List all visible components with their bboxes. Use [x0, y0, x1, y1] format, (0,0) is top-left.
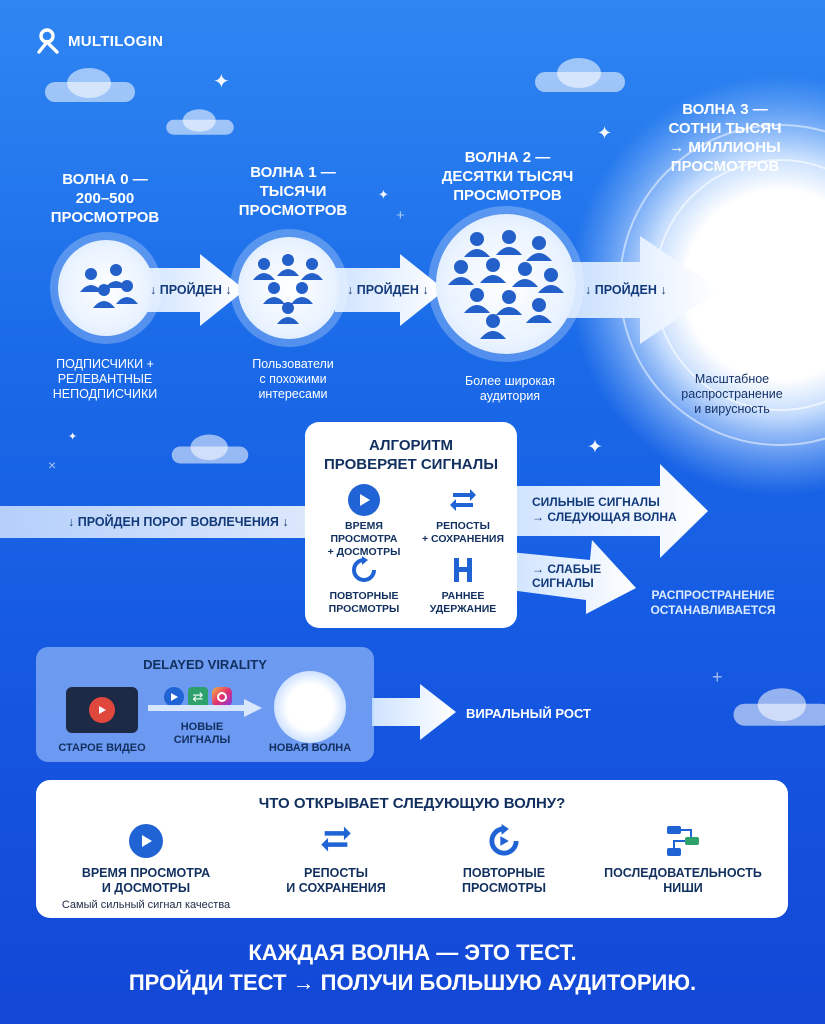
replay-icon [487, 824, 521, 858]
wave-2-desc: Более широкая аудитория [465, 374, 555, 403]
strong-arrow [510, 464, 708, 558]
repost-icon [447, 484, 479, 516]
signal-label: ПОВТОРНЫЕ ПРОСМОТРЫ [328, 590, 400, 615]
weak-signals-label: → СЛАБЫЕ СИГНАЛЫ [532, 562, 602, 590]
instagram-icon [212, 687, 232, 707]
delayed-virality-title: DELAYED VIRALITY [143, 657, 267, 672]
repost-icon: ⇄ [188, 687, 208, 707]
old-video-thumbnail [66, 687, 138, 733]
algorithm-card: АЛГОРИТМ ПРОВЕРЯЕТ СИГНАЛЫ ВРЕМЯ ПРОСМОТ… [305, 422, 517, 628]
arrow-0-1 [140, 254, 245, 326]
next-wave-card: ЧТО ОТКРЫВАЕТ СЛЕДУЮЩУЮ ВОЛНУ? ВРЕМЯ ПРО… [36, 780, 788, 918]
new-wave-label: НОВАЯ ВОЛНА [268, 742, 352, 754]
sparkle-icon: ✦ [597, 123, 613, 143]
cloud-decoration [166, 109, 234, 135]
wave-0-desc: ПОДПИСЧИКИ + РЕЛЕВАНТНЫЕ НЕПОДПИСЧИКИ [52, 357, 158, 401]
signal-replays: ПОВТОРНЫЕ ПРОСМОТРЫ [315, 554, 413, 616]
signal-reposts: РЕПОСТЫ + СОХРАНЕНИЯ [415, 484, 511, 546]
viral-growth-label: ВИРАЛЬНЫЙ РОСТ [466, 706, 591, 721]
new-signals-label: НОВЫЕ СИГНАЛЫ [173, 721, 231, 746]
spread-stops-label: РАСПРОСТРАНЕНИЕ ОСТАНАВЛИВАЕТСЯ [650, 588, 776, 617]
sparkle-icon: ✦ [68, 431, 78, 443]
arrow-2-3 [560, 236, 720, 344]
next-item-replays: ПОВТОРНЫЕ ПРОСМОТРЫ [424, 824, 584, 896]
strong-signals-label: СИЛЬНЫЕ СИГНАЛЫ → СЛЕДУЮЩАЯ ВОЛНА [532, 495, 677, 524]
wave-0-title: ВОЛНА 0 — 200–500 ПРОСМОТРОВ [50, 171, 160, 226]
next-wave-title: ЧТО ОТКРЫВАЕТ СЛЕДУЮЩУЮ ВОЛНУ? [258, 795, 566, 812]
next-item-niche: ПОСЛЕДОВАТЕЛЬНОСТЬ НИШИ [598, 824, 768, 896]
delayed-virality-card: DELAYED VIRALITY СТАРОЕ ВИДЕО ⇄ НОВЫЕ СИ… [36, 647, 374, 762]
replay-icon [348, 554, 380, 586]
signal-watch-time: ВРЕМЯ ПРОСМОТРА + ДОСМОТРЫ [315, 484, 413, 559]
weak-arrow [510, 540, 636, 614]
plus-icon: × [48, 457, 57, 473]
new-wave-glow [274, 671, 346, 743]
sparkle-icon: ✦ [587, 437, 603, 458]
footer-line-2: ПРОЙДИ ТЕСТ → ПОЛУЧИ БОЛЬШУЮ АУДИТОРИЮ. [128, 970, 697, 995]
wave-1-desc: Пользователи с похожими интересами [252, 357, 334, 401]
wave-2-circle [436, 214, 576, 354]
footer-slogan: КАЖДАЯ ВОЛНА — ЭТО ТЕСТ. ПРОЙДИ ТЕСТ → П… [0, 938, 825, 998]
signal-label: РАННЕЕ УДЕРЖАНИЕ [429, 590, 497, 615]
signal-retention: РАННЕЕ УДЕРЖАНИЕ [415, 554, 511, 616]
wave-1-circle [238, 237, 340, 339]
next-item-label: РЕПОСТЫ И СОХРАНЕНИЯ [286, 866, 386, 895]
next-item-label: ПОСЛЕДОВАТЕЛЬНОСТЬ НИШИ [604, 866, 762, 895]
algorithm-title: АЛГОРИТМ ПРОВЕРЯЕТ СИГНАЛЫ [323, 437, 499, 473]
plus-icon: + [396, 207, 405, 224]
people-icon [448, 230, 564, 339]
cloud-decoration [171, 434, 249, 464]
cloud-decoration [535, 58, 625, 92]
sparkle-icon: ✦ [378, 187, 389, 202]
next-item-label: ВРЕМЯ ПРОСМОТРА И ДОСМОТРЫ [81, 866, 211, 895]
play-icon [129, 824, 163, 858]
wave-3-desc: Масштабное распространение и вирусность [681, 372, 783, 416]
repost-icon [319, 824, 353, 858]
brand-name: MULTILOGIN [68, 32, 164, 50]
threshold-label: ↓ ПРОЙДЕН ПОРОГ ВОВЛЕЧЕНИЯ ↓ [68, 515, 289, 529]
next-item-sub: Самый сильный сигнал качества [61, 899, 231, 911]
footer-line-1: КАЖДАЯ ВОЛНА — ЭТО ТЕСТ. [248, 940, 577, 965]
next-item-reposts: РЕПОСТЫ И СОХРАНЕНИЯ [256, 824, 416, 896]
play-icon [89, 697, 115, 723]
new-signal-icons: ⇄ [164, 687, 232, 707]
signal-label: РЕПОСТЫ + СОХРАНЕНИЯ [421, 520, 505, 545]
plus-icon: + [712, 667, 723, 687]
pass-label-0: ↓ ПРОЙДЕН ↓ [150, 283, 232, 297]
signal-label: ВРЕМЯ ПРОСМОТРА + ДОСМОТРЫ [327, 520, 401, 558]
flowchart-icon [663, 824, 703, 858]
multilogin-logo-icon [37, 28, 59, 54]
next-item-watch-time: ВРЕМЯ ПРОСМОТРА И ДОСМОТРЫ Самый сильный… [56, 824, 236, 911]
wave-1-title: ВОЛНА 1 — ТЫСЯЧИ ПРОСМОТРОВ [238, 164, 348, 219]
cloud-decoration [45, 68, 135, 102]
people-icon [253, 254, 323, 324]
pass-label-1: ↓ ПРОЙДЕН ↓ [347, 283, 429, 297]
wave-3-title: ВОЛНА 3 — СОТНИ ТЫСЯЧ → МИЛЛИОНЫ ПРОСМОТ… [668, 101, 782, 175]
pass-label-2: ↓ ПРОЙДЕН ↓ [585, 283, 667, 297]
wave-0-circle [58, 240, 154, 336]
play-icon [348, 484, 380, 516]
old-video-label: СТАРОЕ ВИДЕО [58, 742, 146, 754]
signals-arrow [148, 699, 262, 717]
next-item-label: ПОВТОРНЫЕ ПРОСМОТРЫ [461, 866, 547, 895]
arrow-1-2 [335, 254, 445, 326]
brand-logo[interactable]: MULTILOGIN [36, 28, 163, 54]
wave-2-title: ВОЛНА 2 — ДЕСЯТКИ ТЫСЯЧ ПРОСМОТРОВ [441, 149, 574, 204]
play-icon [164, 687, 184, 707]
people-icon [80, 264, 138, 308]
cloud-decoration [733, 688, 825, 726]
viral-arrow [372, 684, 456, 740]
retention-icon [447, 554, 479, 586]
sparkle-icon: ✦ [213, 71, 230, 93]
